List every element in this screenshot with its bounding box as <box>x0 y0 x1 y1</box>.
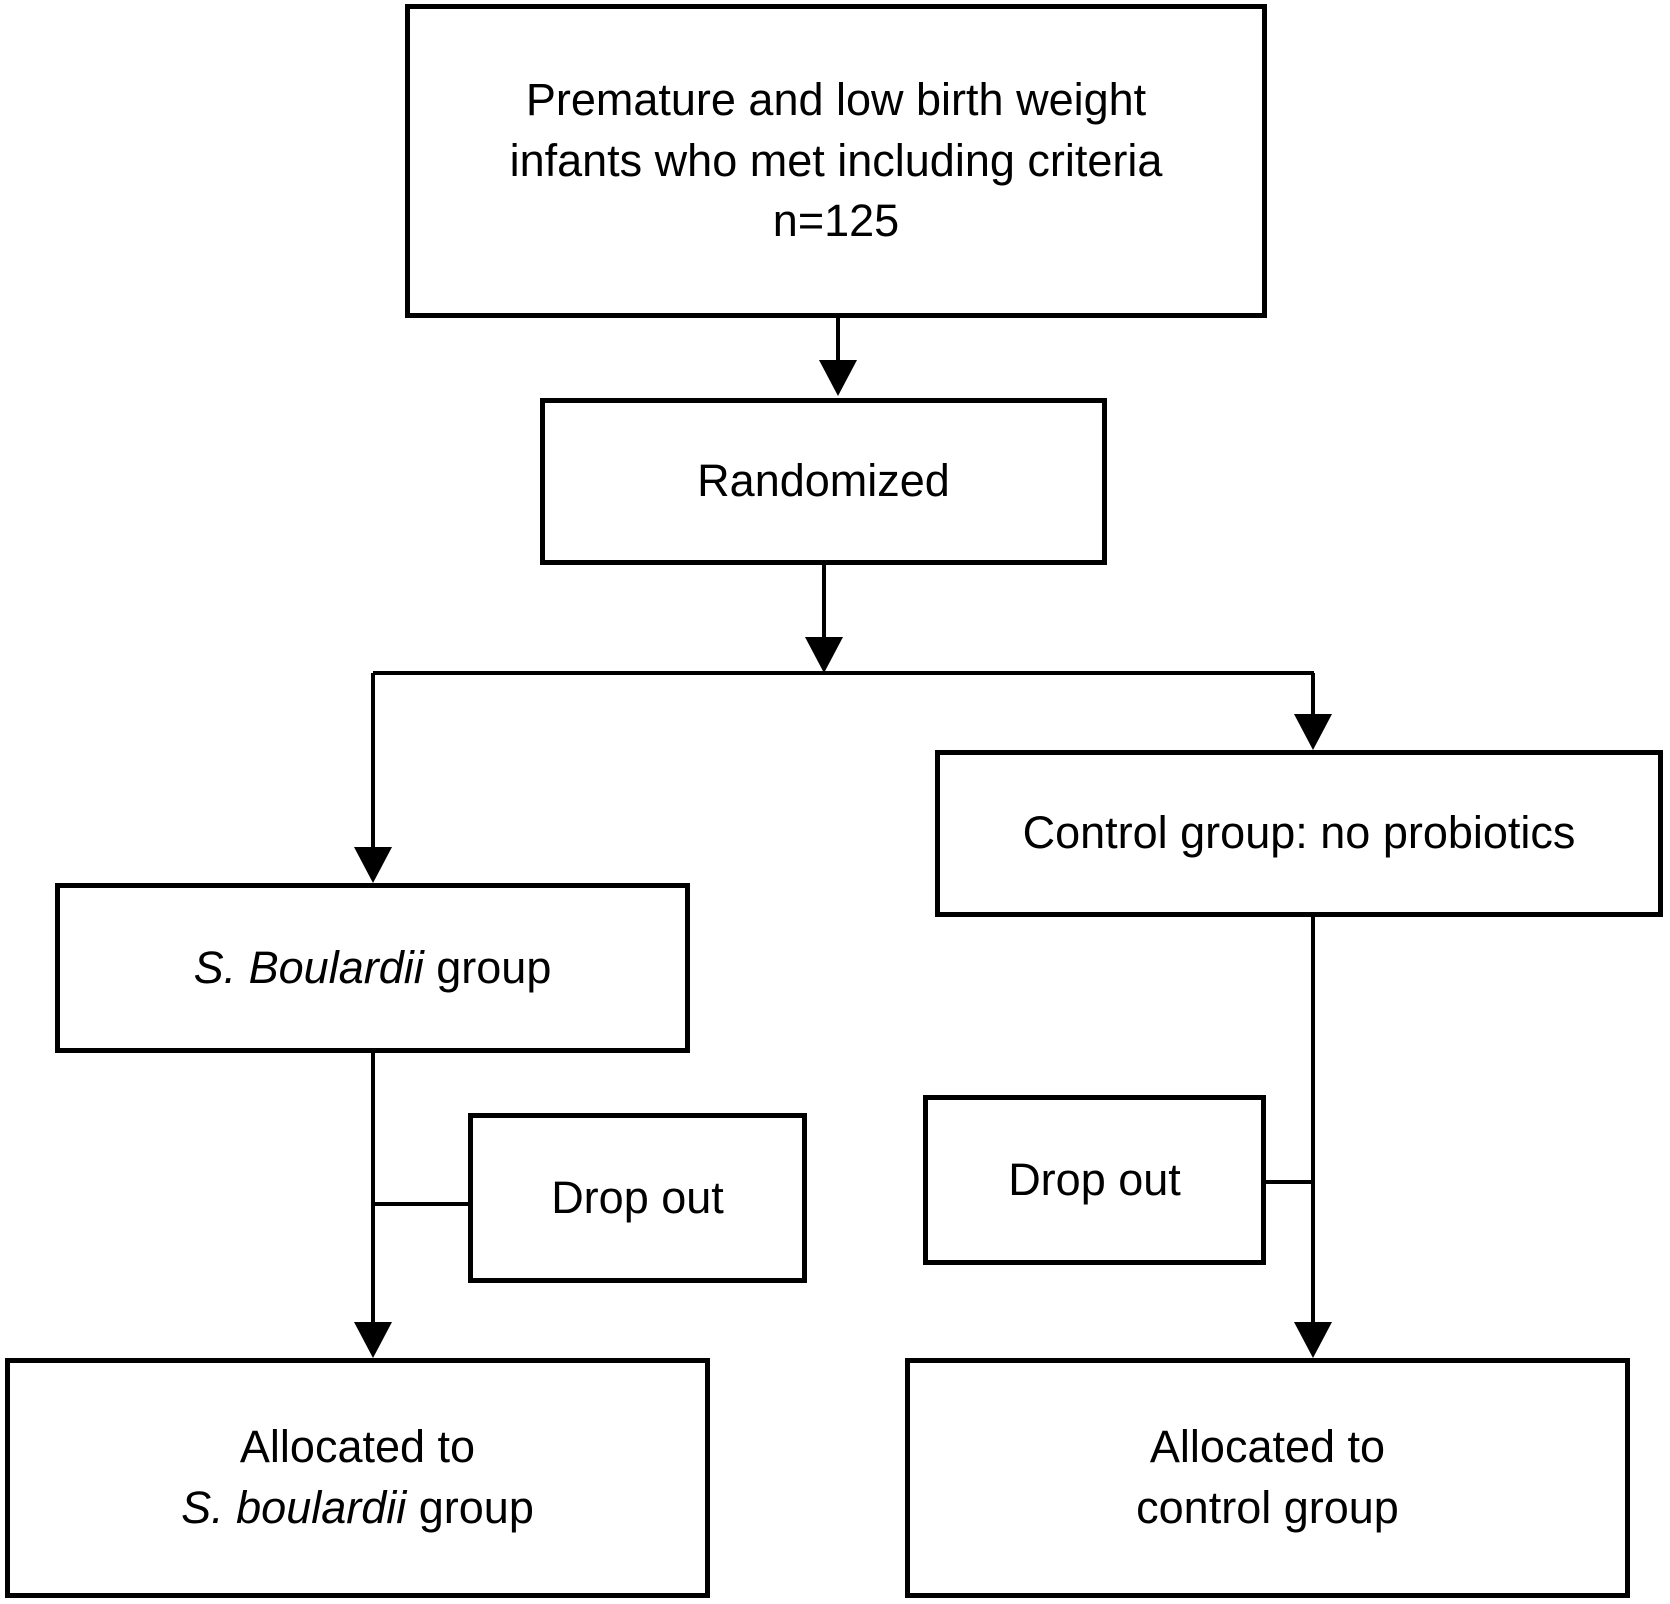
arrowhead-into-control-group <box>1294 714 1332 750</box>
control-group-label: Control group: no probiotics <box>1022 807 1576 859</box>
allocated-sboulardii-line-1: Allocated to <box>239 1421 476 1473</box>
sboulardii-name-rest: group <box>423 941 552 993</box>
arrowhead-into-sboulardii-group <box>354 847 392 883</box>
flow-node-control-group: Control group: no probiotics <box>935 750 1663 917</box>
dropout-left-label: Drop out <box>551 1171 724 1223</box>
allocated-sboulardii-name-rest: group <box>406 1482 534 1533</box>
connector-randomized-to-split <box>822 565 826 641</box>
flow-node-dropout-left: Drop out <box>468 1113 807 1283</box>
arrowhead-into-allocated-control <box>1294 1322 1332 1358</box>
allocated-control-line-1: Allocated to <box>1149 1421 1386 1473</box>
flow-node-allocated-sboulardii: Allocated to S. boulardii group <box>5 1358 710 1598</box>
dropout-right-label: Drop out <box>1008 1153 1181 1205</box>
connector-control-to-allocated <box>1311 917 1315 1326</box>
arrowhead-into-randomized <box>819 360 857 396</box>
flow-node-sboulardii-group: S. Boulardii group <box>55 883 690 1053</box>
connector-to-dropout-right <box>1266 1180 1313 1184</box>
flow-node-allocated-control: Allocated to control group <box>905 1358 1630 1598</box>
arrowhead-into-allocated-sboulardii <box>354 1322 392 1358</box>
allocated-control-line-2: control group <box>1136 1482 1399 1533</box>
flow-node-eligible-infants: Premature and low birth weight infants w… <box>405 4 1267 318</box>
allocated-sboulardii-name-italic: S. boulardii <box>181 1482 407 1533</box>
eligible-infants-text: Premature and low birth weight infants w… <box>410 70 1262 252</box>
eligible-line-2: infants who met including criteria <box>509 134 1163 186</box>
connector-split-horizontal <box>373 671 1314 675</box>
allocated-sboulardii-line-2: S. boulardii group <box>10 1478 705 1539</box>
connector-split-to-sboulardii <box>371 673 375 851</box>
connector-eligible-to-randomized <box>836 318 840 364</box>
connector-split-to-control <box>1311 673 1315 718</box>
connector-sboulardii-to-allocated <box>371 1053 375 1326</box>
connector-to-dropout-left <box>373 1202 468 1206</box>
sboulardii-group-label: S. Boulardii group <box>60 938 685 999</box>
eligible-line-1: Premature and low birth weight <box>525 73 1147 125</box>
flow-node-dropout-right: Drop out <box>923 1095 1266 1265</box>
arrowhead-into-split <box>805 637 843 673</box>
randomized-label: Randomized <box>697 455 950 507</box>
sboulardii-name-italic: S. Boulardii <box>193 941 424 993</box>
flow-node-randomized: Randomized <box>540 398 1107 565</box>
eligible-sample-size: n=125 <box>772 195 900 247</box>
